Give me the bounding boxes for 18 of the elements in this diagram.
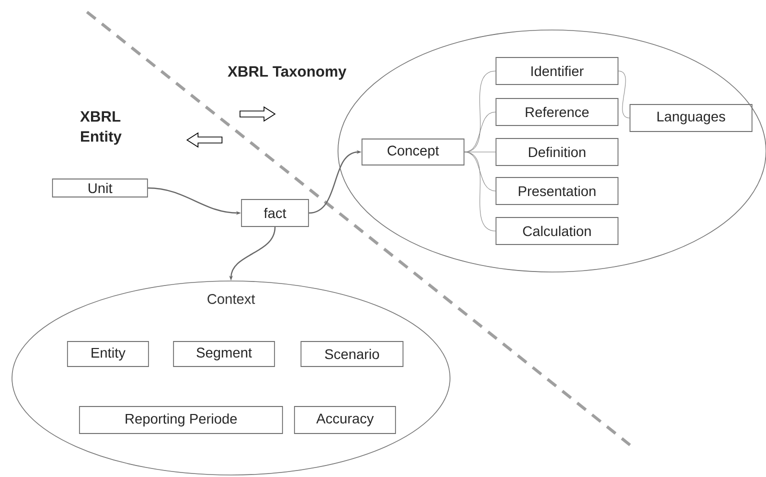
label-box: Entity	[67, 341, 149, 367]
connector	[464, 152, 496, 232]
label-box: Scenario	[300, 341, 404, 367]
group-title: Context	[208, 294, 256, 304]
label-box: fact	[241, 199, 309, 227]
label-box: Languages	[630, 104, 752, 132]
label-box: Concept	[362, 138, 464, 166]
label-box: Unit	[52, 178, 148, 198]
label-box: Segment	[173, 341, 275, 367]
heading: XBRL Entity	[80, 111, 122, 145]
label-box: Calculation	[496, 217, 618, 245]
label-box: Reference	[496, 98, 618, 126]
label-box: Reporting Periode	[79, 406, 283, 434]
label-box: Presentation	[496, 177, 618, 205]
label-box: Accuracy	[294, 406, 396, 434]
label-box: Identifier	[496, 57, 618, 85]
label-box: Definition	[496, 138, 618, 166]
heading: XBRL Taxonomy	[228, 66, 346, 80]
